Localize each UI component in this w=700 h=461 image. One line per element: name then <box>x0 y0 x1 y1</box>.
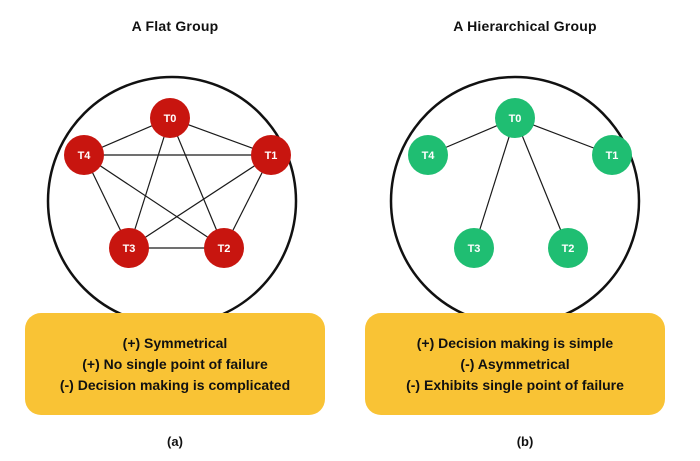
hier-node-t1: T1 <box>592 135 632 175</box>
flat-edge-t2-t4 <box>83 154 225 249</box>
flat-node-t2-label: T2 <box>218 243 231 255</box>
flat-node-t1: T1 <box>251 135 291 175</box>
flat-node-t3-circle <box>109 228 149 268</box>
hier-node-t0-circle <box>495 98 535 138</box>
flat-group-caption: (a) <box>167 434 183 449</box>
flat-feature-1: (+) Symmetrical <box>122 334 228 351</box>
flat-edge-t0-t3 <box>128 117 171 249</box>
flat-node-t3: T3 <box>109 228 149 268</box>
hier-node-t4-circle <box>408 135 448 175</box>
flat-edge-t1-t3 <box>128 154 272 249</box>
hier-feature-3: (-) Exhibits single point of failure <box>406 376 624 393</box>
hier-node-t3-circle <box>454 228 494 268</box>
hier-node-t4: T4 <box>408 135 448 175</box>
flat-node-t0-circle <box>150 98 190 138</box>
hier-node-t3: T3 <box>454 228 494 268</box>
hier-edge-t0-t3 <box>473 117 516 249</box>
flat-group-features-box: (+) Symmetrical (+) No single point of f… <box>25 313 325 415</box>
flat-node-t2-circle <box>204 228 244 268</box>
flat-node-t0: T0 <box>150 98 190 138</box>
flat-node-t1-label: T1 <box>265 150 278 162</box>
flat-node-t4-label: T4 <box>78 150 92 162</box>
flat-feature-3: (-) Decision making is complicated <box>59 376 291 393</box>
hier-node-t1-circle <box>592 135 632 175</box>
hierarchical-group-title: A Hierarchical Group <box>453 18 597 34</box>
flat-edge-t0-t2 <box>169 117 225 249</box>
hier-node-t2-circle <box>548 228 588 268</box>
hier-edge-t0-t2 <box>514 117 569 249</box>
hierarchical-group-features-box: (+) Decision making is simple (-) Asymme… <box>365 313 665 415</box>
hierarchical-group-edges <box>427 117 613 249</box>
hier-node-t4-label: T4 <box>422 150 436 162</box>
flat-node-t1-circle <box>251 135 291 175</box>
flat-node-t4: T4 <box>64 135 104 175</box>
flat-group-title: A Flat Group <box>131 18 219 34</box>
flat-node-t3-label: T3 <box>123 243 136 255</box>
flat-node-t0-label: T0 <box>164 113 177 125</box>
flat-node-t4-circle <box>64 135 104 175</box>
hier-node-t2-label: T2 <box>562 243 575 255</box>
hier-feature-1: (+) Decision making is simple <box>416 334 614 351</box>
flat-node-t2: T2 <box>204 228 244 268</box>
hier-node-t3-label: T3 <box>468 243 481 255</box>
hierarchical-group-caption: (b) <box>516 434 534 449</box>
hier-node-t2: T2 <box>548 228 588 268</box>
hier-node-t1-label: T1 <box>606 150 619 162</box>
hier-node-t0: T0 <box>495 98 535 138</box>
flat-group-edges <box>83 117 272 249</box>
flat-feature-2: (+) No single point of failure <box>82 355 268 372</box>
hier-feature-2: (-) Asymmetrical <box>460 355 570 372</box>
hier-node-t0-label: T0 <box>509 113 522 125</box>
